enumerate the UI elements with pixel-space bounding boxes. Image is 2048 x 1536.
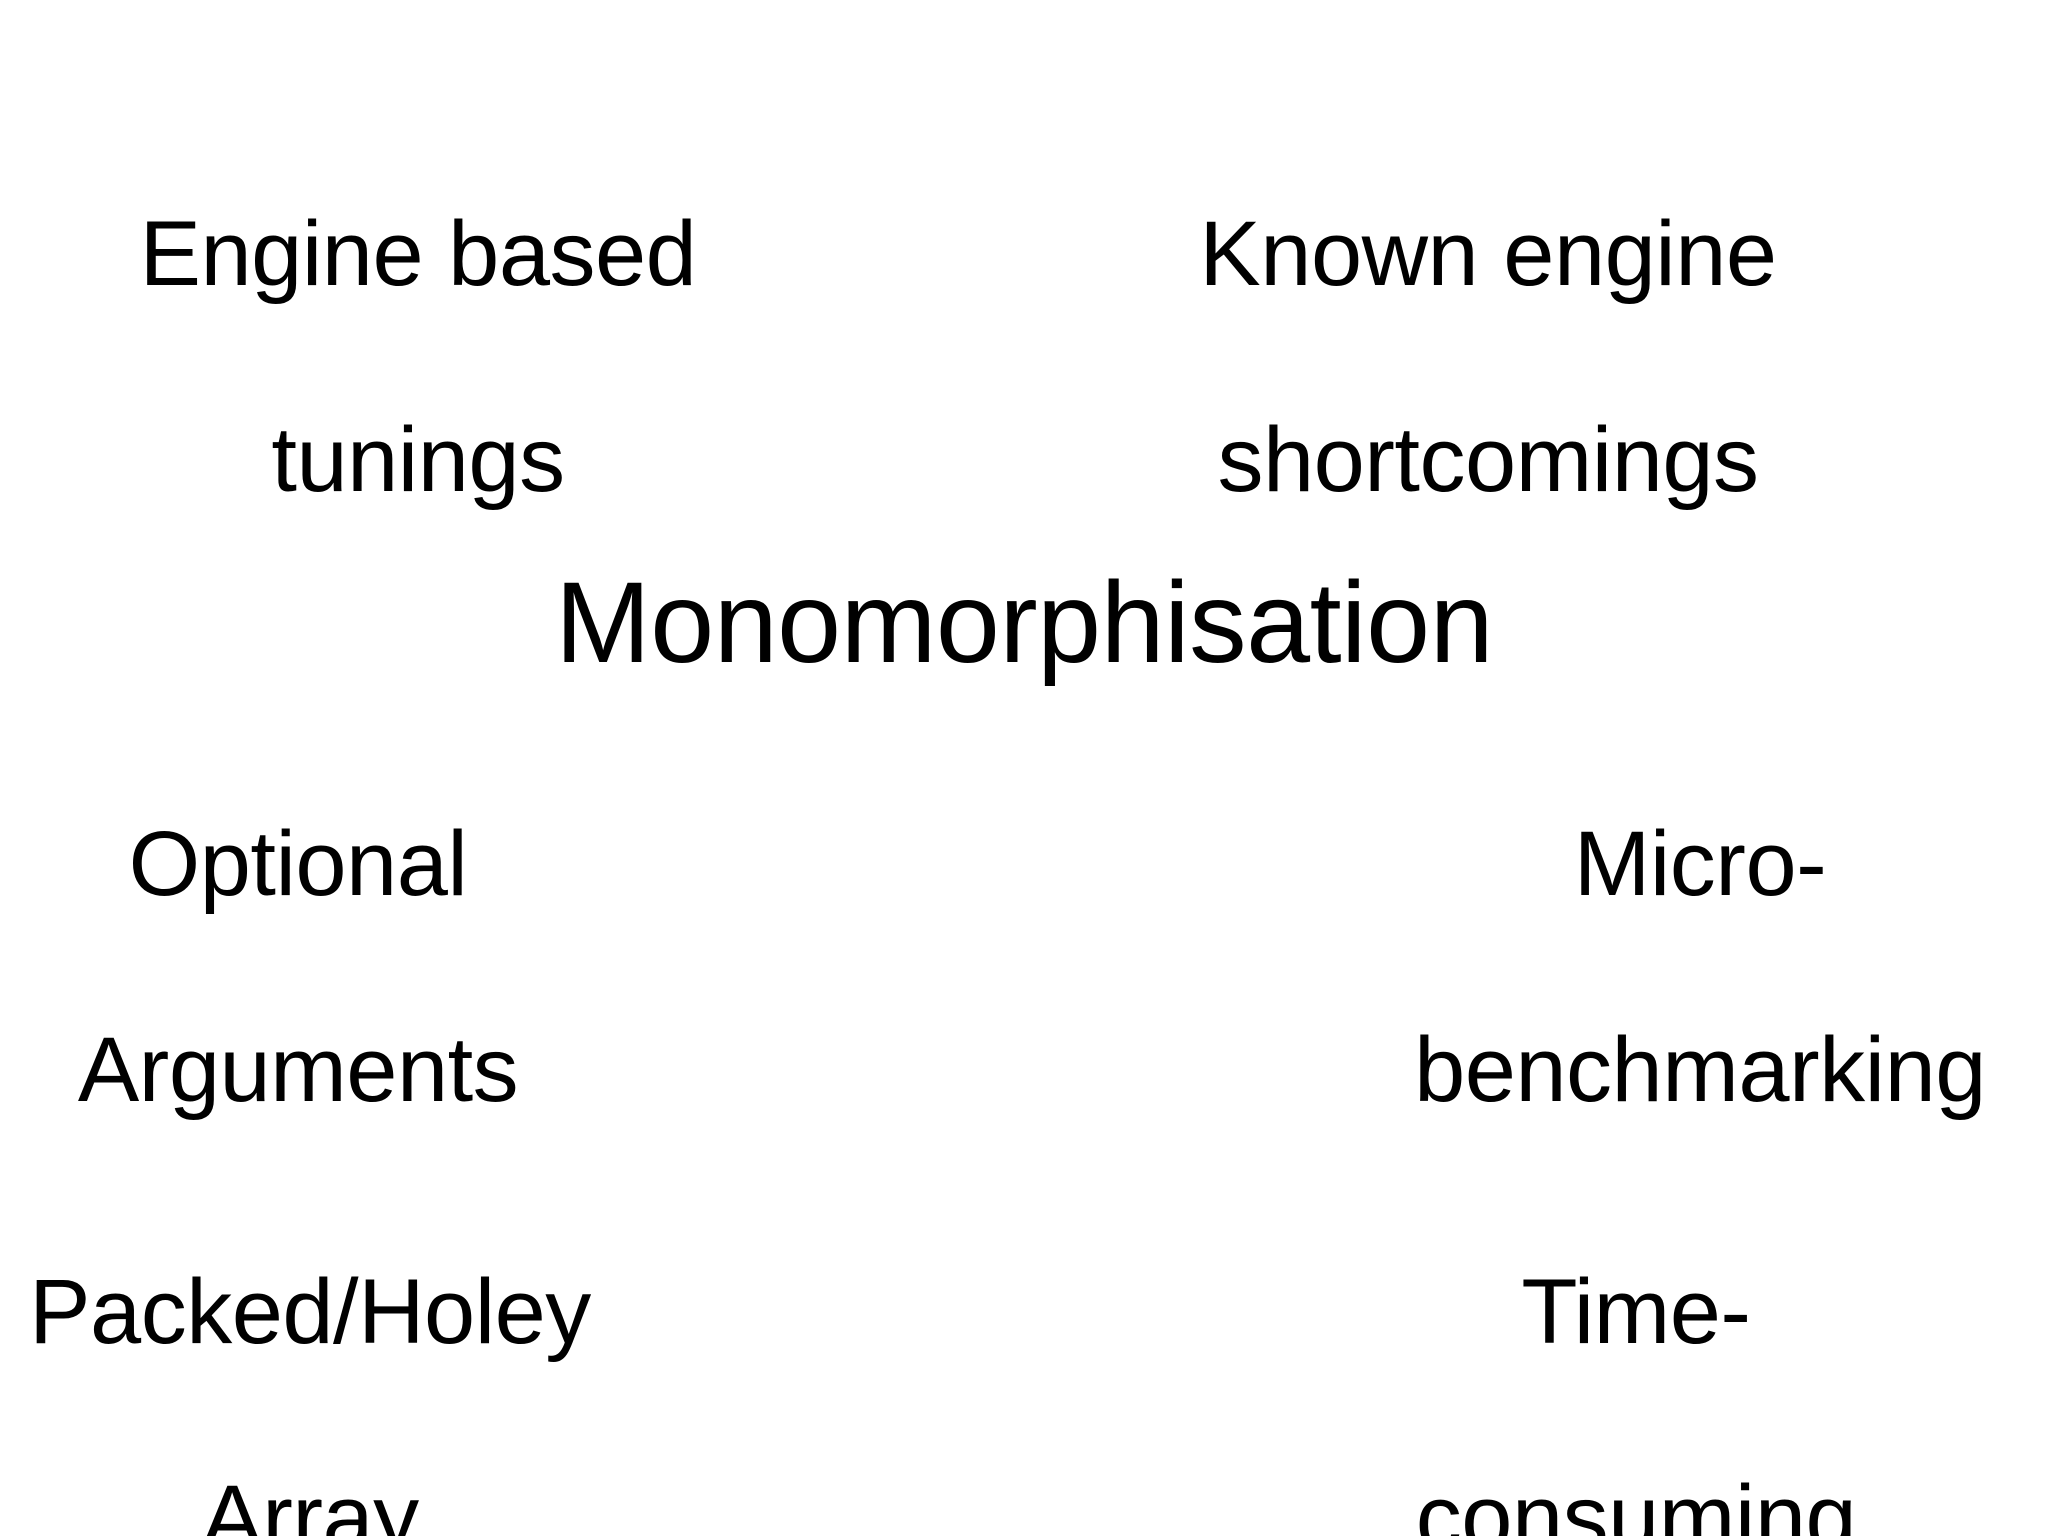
concept-known-engine-shortcomings: Known engine shortcomings bbox=[1148, 100, 1828, 615]
concept-time-consuming: Time- consuming bbox=[1296, 1158, 1976, 1536]
concept-line-1: Engine based bbox=[139, 203, 697, 306]
concept-micro-benchmarking: Micro- benchmarking bbox=[1360, 710, 2040, 1225]
concept-packed-holey-array: Packed/Holey Array bbox=[0, 1158, 650, 1536]
concept-line-2: Arguments bbox=[77, 1019, 519, 1122]
central-topic-monomorphisation: Monomorphisation bbox=[0, 430, 2048, 816]
concept-line-2: tunings bbox=[271, 409, 565, 512]
central-topic-label: Monomorphisation bbox=[554, 558, 1494, 687]
concept-line-2: Array bbox=[201, 1467, 419, 1536]
concept-line-2: shortcomings bbox=[1217, 409, 1759, 512]
concept-optional-arguments: Optional Arguments bbox=[0, 710, 638, 1225]
concept-line-1: Time- bbox=[1521, 1261, 1751, 1364]
concept-engine-based-tunings: Engine based tunings bbox=[78, 100, 758, 615]
concept-line-1: Optional bbox=[128, 813, 468, 916]
concept-line-1: Packed/Holey bbox=[29, 1261, 591, 1364]
concept-line-2: consuming bbox=[1415, 1467, 1857, 1536]
concept-line-2: benchmarking bbox=[1414, 1019, 1986, 1122]
concept-line-1: Known engine bbox=[1199, 203, 1777, 306]
concept-line-1: Micro- bbox=[1573, 813, 1827, 916]
